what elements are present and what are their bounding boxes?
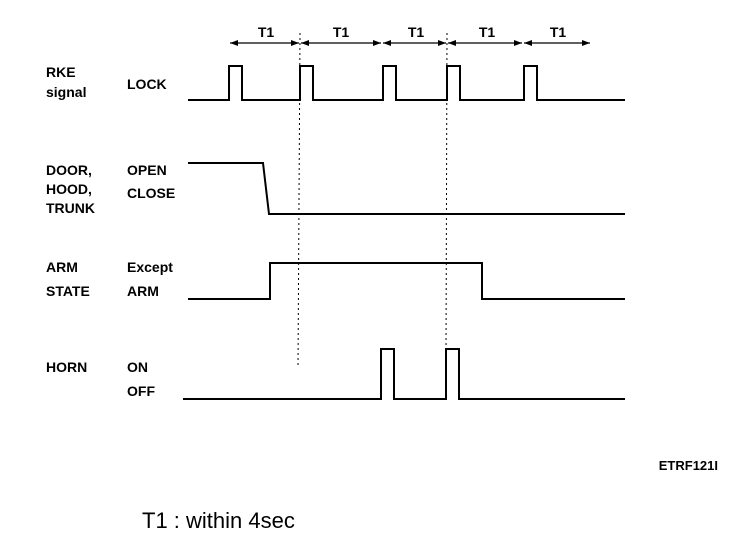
- door-name-line2: HOOD,: [46, 181, 92, 197]
- door-waveform: [188, 162, 625, 215]
- arm-row: ARM STATE Except ARM: [46, 259, 625, 300]
- horn-waveform: [183, 348, 625, 400]
- period-label-2: T1: [333, 24, 350, 40]
- horn-state-high: ON: [127, 359, 148, 375]
- guide-line-2: [445, 32, 448, 353]
- period-label-1: T1: [258, 24, 275, 40]
- period-marker-3: T1: [383, 24, 446, 46]
- period-marker-5: T1: [524, 24, 590, 46]
- rke-name-line1: RKE: [46, 64, 76, 80]
- period-label-5: T1: [550, 24, 567, 40]
- rke-row: RKE signal LOCK: [46, 64, 625, 101]
- horn-state-low: OFF: [127, 383, 155, 399]
- period-marker-4: T1: [448, 24, 522, 46]
- arm-name-line1: ARM: [46, 259, 78, 275]
- door-state-low: CLOSE: [127, 185, 175, 201]
- figure-code: ETRF121I: [659, 458, 718, 473]
- footnote: T1 : within 4sec: [142, 508, 295, 533]
- rke-state-label: LOCK: [127, 76, 167, 92]
- door-name-line1: DOOR,: [46, 162, 92, 178]
- horn-name: HORN: [46, 359, 87, 375]
- arm-state-low: ARM: [127, 283, 159, 299]
- period-markers: T1 T1 T1 T1 T1: [230, 24, 590, 46]
- period-marker-2: T1: [301, 24, 381, 46]
- period-label-3: T1: [408, 24, 425, 40]
- arm-name-line2: STATE: [46, 283, 90, 299]
- door-state-high: OPEN: [127, 162, 167, 178]
- arm-waveform: [188, 262, 625, 300]
- rke-name-line2: signal: [46, 84, 86, 100]
- period-label-4: T1: [479, 24, 496, 40]
- rke-waveform: [188, 65, 625, 101]
- period-marker-1: T1: [230, 24, 299, 46]
- horn-row: HORN ON OFF: [46, 348, 625, 400]
- door-name-line3: TRUNK: [46, 200, 95, 216]
- door-row: DOOR, HOOD, TRUNK OPEN CLOSE: [46, 162, 625, 216]
- arm-state-high: Except: [127, 259, 173, 275]
